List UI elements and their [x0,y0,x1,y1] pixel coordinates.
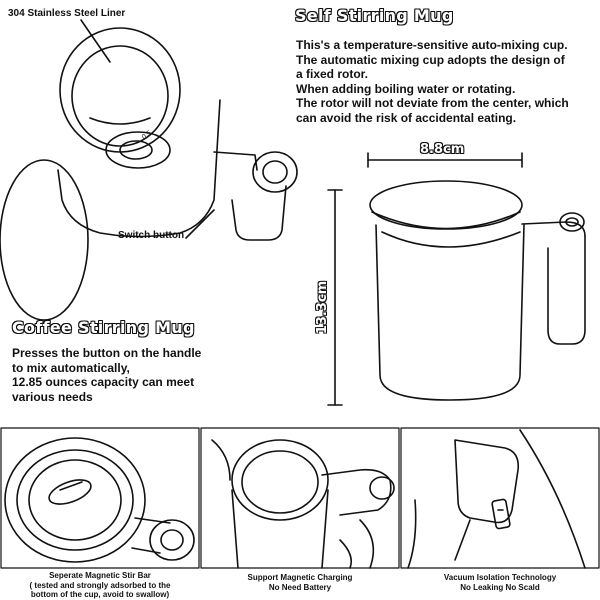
switch-button-illustration [252,151,298,193]
self-stirring-line: This's a temperature-sensitive auto-mixi… [296,38,568,52]
caption-line: Seperate Magnetic Stir Bar [49,571,151,580]
mug-side-view-illustration [327,152,586,406]
self-stirring-line: The automatic mixing cup adopts the desi… [296,52,565,67]
panel1-stir-bar-illustration [4,437,195,563]
panel2-caption: Support Magnetic Charging No Need Batter… [201,573,399,592]
self-stirring-line: can avoid the risk of accidental eating. [296,110,517,125]
self-stirring-line: The rotor will not deviate from the cent… [296,96,569,110]
self-stirring-title: Self Stirring Mug [295,6,454,25]
panel3-caption: Vacuum Isolation Technology No Leaking N… [401,573,599,592]
mug-lid-illustration [0,159,89,321]
coffee-stirring-title: Coffee Stirring Mug [12,318,195,337]
panel1-caption: Seperate Magnetic Stir Bar ( tested and … [1,571,199,600]
caption-line: No Leaking No Scald [460,582,540,592]
caption-line: bottom of the cup, avoid to swallow) [30,590,170,599]
panel3-vacuum-illustration [407,429,586,569]
liner-callout: 304 Stainless Steel Liner [8,8,126,19]
coffee-stirring-description: Presses the button on the handle to mix … [12,346,201,404]
coffee-stirring-line: to mix automatically, [12,360,130,375]
self-stirring-description: This's a temperature-sensitive auto-mixi… [296,38,569,125]
self-stirring-line: a fixed rotor. [296,67,369,81]
coffee-stirring-line: Presses the button on the handle [12,346,202,360]
coffee-stirring-line: various needs [12,389,93,404]
switch-button-callout: Switch button [118,230,185,241]
caption-line: Support Magnetic Charging [247,573,353,582]
caption-line: Vacuum Isolation Technology [443,573,557,582]
self-stirring-line: When adding boiling water or rotating. [296,81,516,96]
width-dimension-label: 8.8cm [420,142,465,157]
caption-line: No Need Battery [268,582,332,592]
height-dimension-label: 13.3cm [315,280,331,335]
coffee-stirring-line: 12.85 ounces capacity can meet [12,375,195,389]
panel2-charging-illustration [211,439,395,569]
bottom-panel-frames [0,427,600,569]
mug-top-view-illustration [0,19,298,321]
caption-line: ( tested and strongly adsorbed to the [29,580,171,590]
